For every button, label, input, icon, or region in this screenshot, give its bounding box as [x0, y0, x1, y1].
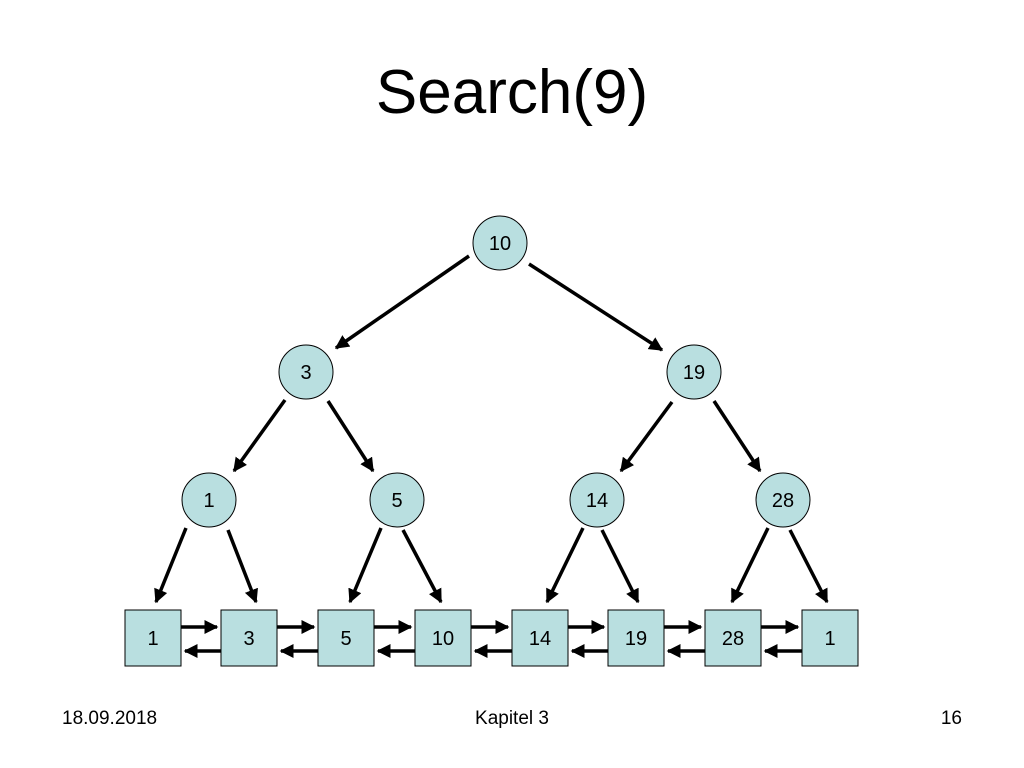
leaf-box-1: 1 [124, 609, 182, 667]
leaf-box-4-label: 10 [432, 628, 454, 650]
tree-edges [154, 254, 829, 604]
footer-chapter: Kapitel 3 [475, 708, 549, 729]
tree-node-l3-1: 1 [181, 472, 237, 528]
leaf-box-6-label: 19 [625, 628, 647, 650]
edge-root-right [528, 262, 664, 352]
edge-1-leaf3 [226, 529, 258, 604]
leaf-box-3: 5 [317, 609, 375, 667]
edge-root-left [334, 254, 470, 350]
slide-title: Search(9) [375, 58, 649, 127]
leaf-box-4: 10 [414, 609, 472, 667]
leaf-box-6: 19 [607, 609, 665, 667]
tree-node-l3-2: 5 [369, 472, 425, 528]
edge-14-leaf19 [600, 529, 640, 604]
leaf-box-7: 28 [704, 609, 762, 667]
leaf-boxes: 1 3 5 10 14 19 28 1 [124, 609, 859, 667]
tree-node-l3-4-label: 28 [772, 490, 794, 512]
tree-node-l3-3-label: 14 [586, 490, 608, 512]
leaf-box-1-label: 1 [147, 628, 158, 650]
tree-node-root: 10 [472, 215, 528, 271]
edge-19-28 [712, 400, 762, 473]
edge-28-leaf1 [788, 529, 829, 604]
leaf-box-2: 3 [220, 609, 278, 667]
edge-3-1 [232, 398, 287, 473]
leaf-box-2-label: 3 [243, 628, 254, 650]
tree-node-l2-right-label: 19 [683, 362, 705, 384]
edge-28-leaf28 [730, 527, 770, 604]
tree-nodes: 10 3 19 1 5 14 28 [181, 215, 811, 528]
footer-date: 18.09.2018 [62, 708, 158, 729]
edge-19-14 [619, 400, 674, 473]
leaf-box-3-label: 5 [340, 628, 351, 650]
edge-14-leaf14 [545, 527, 585, 604]
tree-node-l2-right: 19 [666, 344, 722, 400]
leaf-box-7-label: 28 [722, 628, 744, 650]
tree-node-l3-1-label: 1 [203, 490, 214, 512]
tree-node-l3-3: 14 [569, 472, 625, 528]
footer-page-number: 16 [940, 708, 962, 729]
tree-node-l2-left: 3 [278, 344, 334, 400]
edge-5-leaf5 [348, 527, 383, 604]
edge-3-5 [326, 400, 375, 473]
tree-node-l3-2-label: 5 [391, 490, 402, 512]
leaf-box-8: 1 [801, 609, 859, 667]
leaf-box-5-label: 14 [529, 628, 551, 650]
edge-5-leaf10 [401, 529, 443, 604]
tree-node-l3-4: 28 [755, 472, 811, 528]
leaf-box-5: 14 [511, 609, 569, 667]
leaf-box-8-label: 1 [824, 628, 835, 650]
tree-node-l2-left-label: 3 [300, 362, 311, 384]
tree-node-root-label: 10 [489, 233, 511, 255]
edge-1-leaf1 [154, 527, 188, 604]
leaf-links [181, 620, 802, 658]
